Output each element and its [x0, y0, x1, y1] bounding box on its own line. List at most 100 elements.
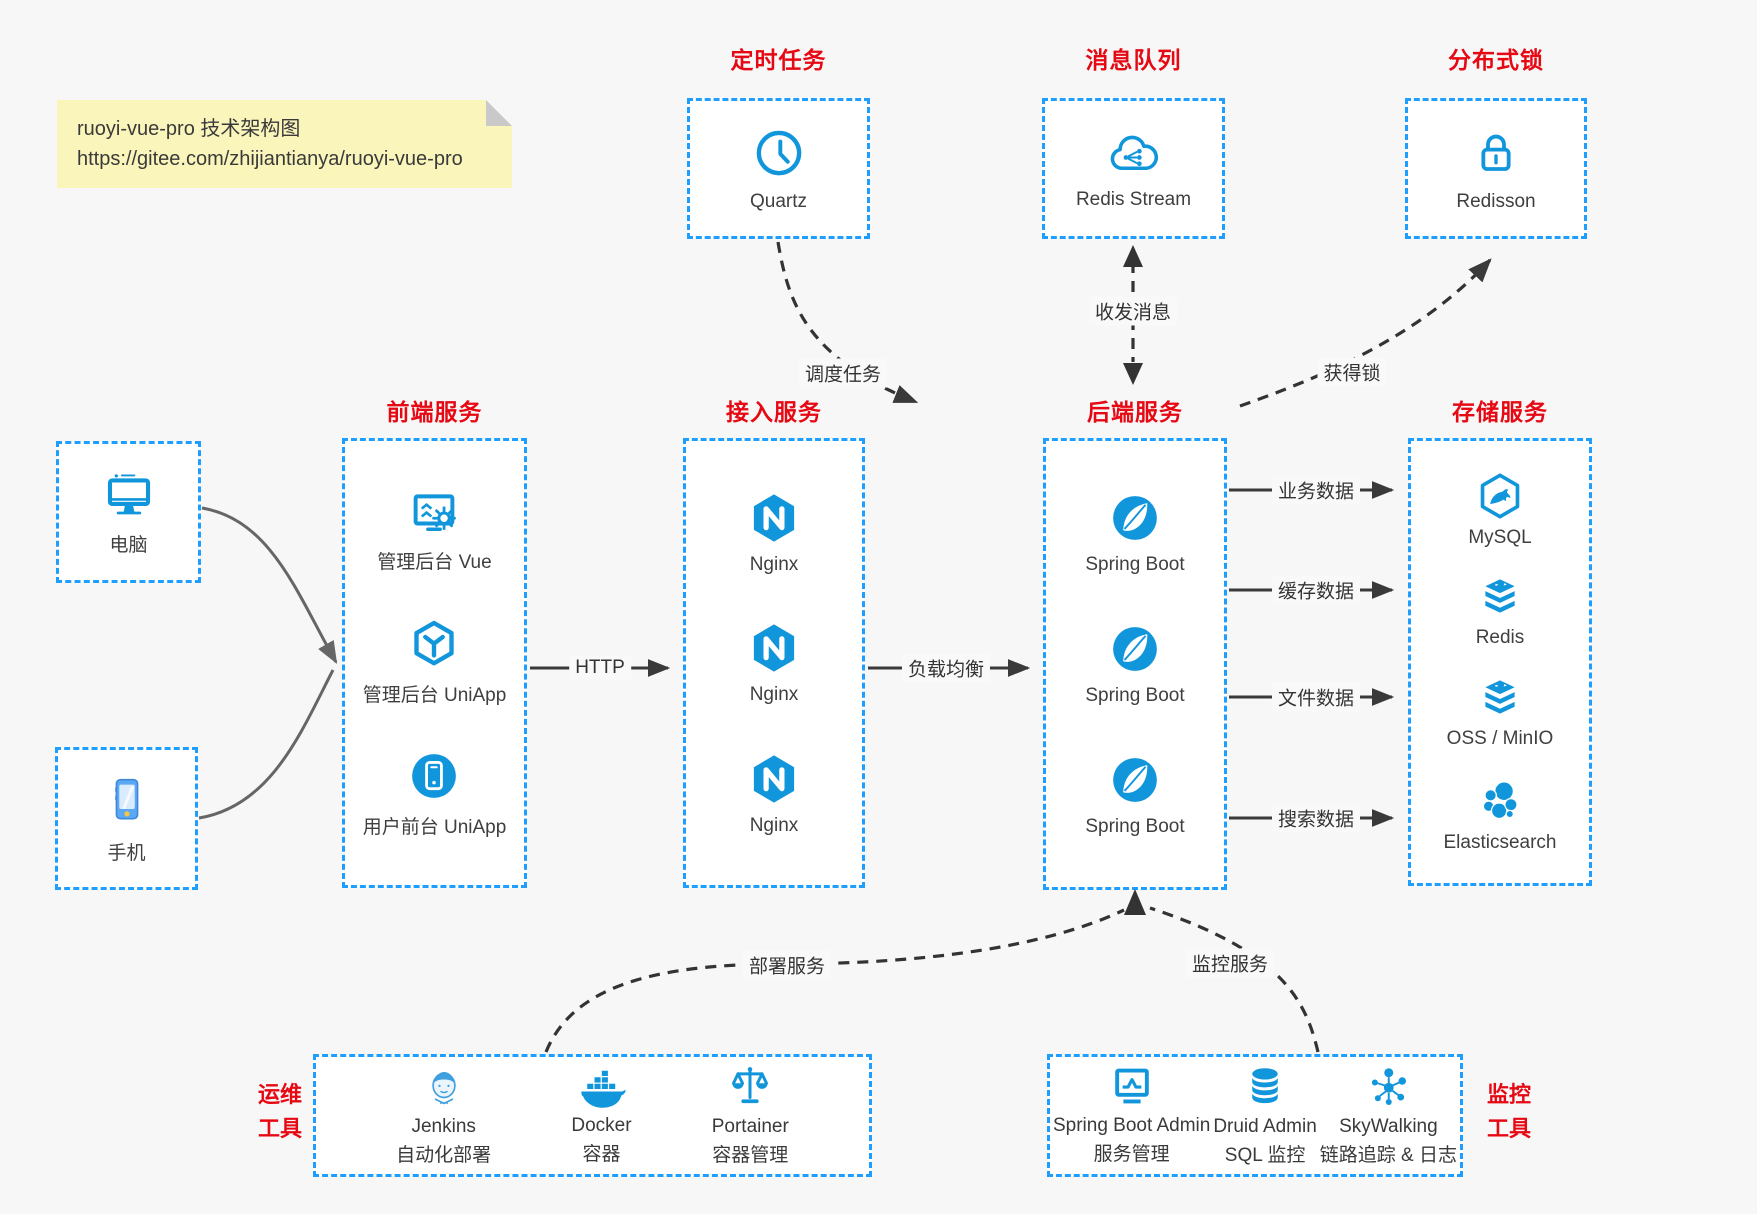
docker-icon	[581, 1070, 627, 1108]
node-label: Nginx	[749, 684, 799, 705]
note-url: https://gitee.com/zhijiantianya/ruoyi-vu…	[77, 148, 463, 170]
node-label: Spring Boot	[1085, 685, 1185, 706]
mysql-icon	[1480, 473, 1520, 519]
jenkins-icon	[431, 1071, 456, 1105]
arrowhead-message-up	[1123, 245, 1143, 267]
access-item: Nginx	[746, 490, 802, 576]
redisson-box: Redisson	[1405, 98, 1587, 239]
node-label: Redisson	[1456, 190, 1536, 212]
storage-item: OSS / MinIO	[1446, 675, 1554, 750]
node-label: Elasticsearch	[1443, 831, 1557, 853]
edge-label-deploy: 部署服务	[742, 950, 832, 980]
node-label: 管理后台 Vue	[377, 551, 492, 573]
edge-label-business-data: 业务数据	[1271, 475, 1361, 505]
connector-monitor-service	[1149, 906, 1320, 1053]
nginx-icon	[753, 624, 795, 672]
portainer-icon	[732, 1066, 769, 1103]
computer-client-box: 电脑	[56, 441, 201, 583]
spring-boot-icon	[1113, 627, 1157, 671]
column-title: 接入服务	[726, 399, 822, 425]
tool-desc: 容器	[582, 1143, 621, 1165]
access-item: Nginx	[746, 751, 802, 837]
computer-icon	[107, 473, 150, 514]
quartz-box: Quartz	[687, 98, 870, 239]
tool-name: Docker	[571, 1114, 632, 1136]
tool-desc: SQL 监控	[1224, 1144, 1306, 1166]
monitor-title-line2: 工具	[1486, 1116, 1531, 1142]
sticky-note: ruoyi-vue-pro 技术架构图 https://gitee.com/zh…	[57, 100, 512, 188]
node-label: Nginx	[749, 553, 799, 575]
cloud-mq-icon	[1110, 135, 1158, 170]
tool-desc: 服务管理	[1093, 1143, 1170, 1165]
monitor-item: Spring Boot Admin 服务管理	[1053, 1064, 1210, 1167]
elasticsearch-icon	[1482, 781, 1518, 819]
column-title: 存储服务	[1452, 399, 1548, 425]
nginx-icon	[753, 493, 795, 542]
connector-deploy-service	[544, 908, 1125, 1053]
ops-title-line2: 工具	[257, 1116, 302, 1142]
backend-box: Spring Boot Spring Boot Spring Boot	[1043, 438, 1227, 890]
monitor-tools-box: Spring Boot Admin 服务管理 Druid Admin SQL 监…	[1047, 1054, 1463, 1177]
arrowhead-backend-bottom	[1124, 889, 1146, 915]
frontend-item: 用户前台 UniApp	[363, 748, 506, 839]
ops-item: Portainer 容器管理	[712, 1063, 789, 1168]
group-title: 定时任务	[730, 47, 827, 73]
edge-label-http: HTTP	[569, 656, 631, 680]
tool-name: SkyWalking	[1339, 1115, 1438, 1137]
backend-item: Spring Boot	[1085, 490, 1185, 576]
ops-tools-title: 运维 工具	[248, 1078, 312, 1146]
edge-label-cache-data: 缓存数据	[1271, 575, 1361, 605]
ops-item: Docker 容器	[571, 1064, 632, 1167]
tool-name: Portainer	[711, 1115, 789, 1137]
group-distributed-lock: 分布式锁 Redisson	[1405, 46, 1587, 239]
connector-computer-frontend	[201, 506, 338, 664]
node-label: Spring Boot	[1085, 816, 1185, 837]
nginx-icon	[753, 754, 795, 803]
frontend-item: 管理后台 Vue	[377, 487, 492, 574]
lock-icon	[1481, 134, 1511, 171]
column-title: 前端服务	[386, 399, 483, 425]
edge-label-lock: 获得锁	[1317, 357, 1387, 387]
node-label: OSS / MinIO	[1446, 727, 1554, 749]
node-label: Nginx	[749, 814, 799, 836]
edge-label-file-data: 文件数据	[1271, 682, 1361, 712]
node-label: Quartz	[749, 190, 808, 212]
group-scheduled-task: 定时任务 Quartz	[687, 46, 870, 239]
node-label: Spring Boot	[1085, 554, 1185, 575]
backend-item: Spring Boot	[1085, 621, 1185, 707]
skywalking-icon	[1372, 1068, 1407, 1105]
frontend-box: 管理后台 Vue 管理后台 UniApp 用户前台 UniApp	[342, 438, 527, 888]
sba-icon	[1114, 1068, 1149, 1104]
group-title: 消息队列	[1085, 47, 1182, 73]
tool-desc: 自动化部署	[396, 1144, 492, 1166]
edge-label-load-balance: 负载均衡	[901, 653, 991, 683]
uniapp-cube-icon	[414, 620, 455, 665]
monitor-item: Druid Admin SQL 监控	[1213, 1063, 1317, 1168]
node-label: 管理后台 UniApp	[362, 684, 507, 706]
spring-boot-icon	[1113, 496, 1157, 540]
redis-stream-box: Redis Stream	[1042, 98, 1225, 239]
column-access: 接入服务 Nginx Nginx	[683, 398, 865, 888]
tool-desc: 链路追踪 & 日志	[1319, 1144, 1458, 1166]
edge-label-search-data: 搜索数据	[1271, 803, 1361, 833]
access-item: Nginx	[746, 620, 802, 706]
group-title: 分布式锁	[1448, 47, 1544, 73]
ops-tools-box: Jenkins 自动化部署 Docker 容器	[313, 1054, 872, 1177]
group-message-queue: 消息队列 Redis Stream	[1042, 46, 1225, 239]
monitor-title-line1: 监控	[1486, 1082, 1531, 1107]
column-backend: 后端服务 Spring Boot Spring Boot	[1043, 398, 1227, 890]
node-label: Redis	[1475, 627, 1525, 649]
monitor-tools-title: 监控 工具	[1477, 1078, 1541, 1146]
node-label: MySQL	[1468, 527, 1532, 549]
storage-item: Elasticsearch	[1444, 775, 1557, 854]
tool-name: Druid Admin	[1213, 1115, 1317, 1137]
tool-desc: 容器管理	[712, 1144, 789, 1166]
phone-client-box: 手机	[55, 747, 198, 890]
clock-icon	[756, 130, 801, 175]
tool-name: Jenkins	[411, 1115, 476, 1137]
access-box: Nginx Nginx Nginx	[683, 438, 865, 888]
node-label: 电脑	[109, 534, 148, 556]
storage-item: MySQL	[1468, 470, 1532, 549]
edge-label-monitor: 监控服务	[1185, 948, 1275, 978]
connector-phone-frontend	[198, 669, 335, 820]
